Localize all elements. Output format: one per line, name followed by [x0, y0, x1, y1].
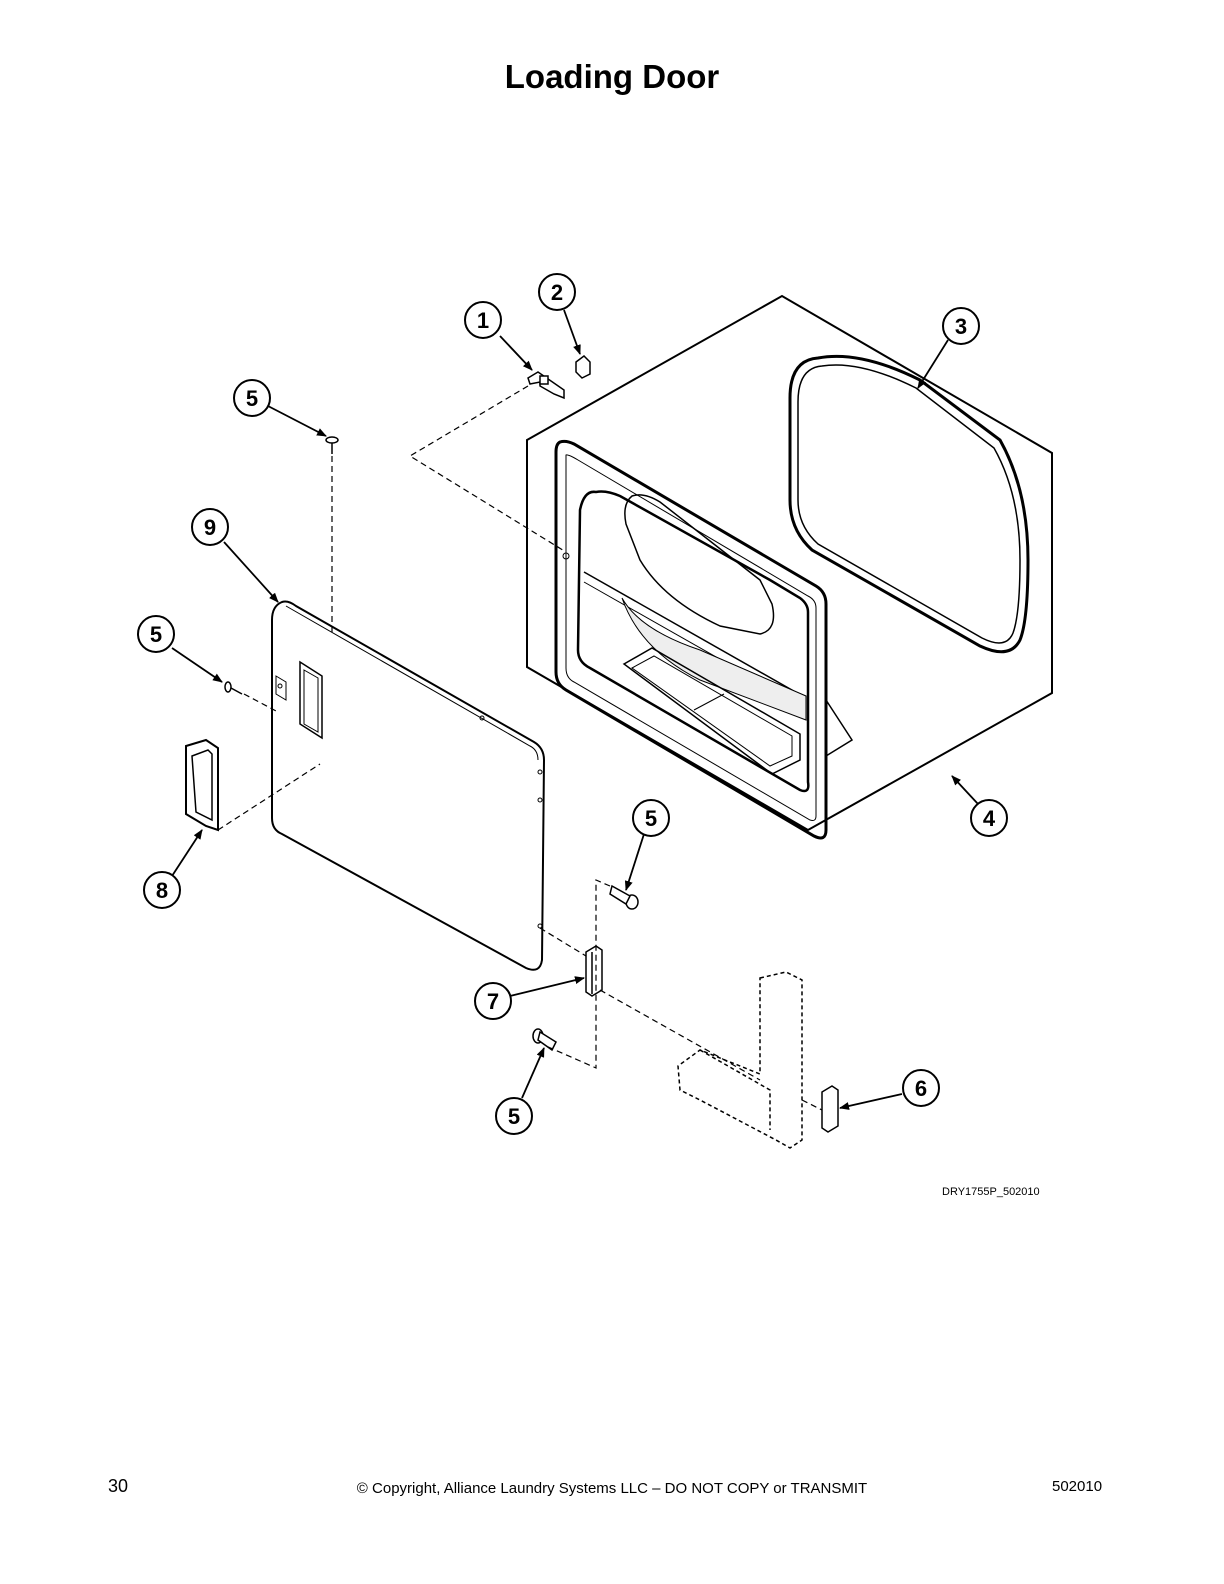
callout-9: 9 — [191, 508, 229, 546]
callout-5-hinge-upper: 5 — [632, 799, 670, 837]
page-title: Loading Door — [504, 58, 720, 95]
callout-3: 3 — [942, 307, 980, 345]
svg-text:4: 4 — [983, 806, 996, 831]
callout-4: 4 — [970, 799, 1008, 837]
footer-doc-code: 502010 — [1052, 1478, 1103, 1495]
loading-door-part — [271, 600, 546, 971]
svg-text:5: 5 — [508, 1104, 520, 1129]
hinge-clip-part — [821, 1085, 839, 1133]
cabinet-front-part — [526, 294, 1053, 840]
assembly-lines — [217, 385, 823, 1111]
svg-text:5: 5 — [246, 386, 258, 411]
leader-arrows — [171, 309, 979, 1110]
door-handle-part — [185, 738, 219, 832]
svg-text:6: 6 — [915, 1076, 927, 1101]
svg-text:7: 7 — [487, 989, 499, 1014]
footer-copyright: © Copyright, Alliance Laundry Systems LL… — [356, 1480, 868, 1497]
callout-1: 1 — [464, 301, 502, 339]
svg-text:9: 9 — [204, 515, 216, 540]
svg-text:1: 1 — [477, 308, 489, 333]
callout-6: 6 — [902, 1069, 940, 1107]
strike-clip-part — [575, 355, 591, 379]
callout-5-hinge-lower: 5 — [495, 1097, 533, 1135]
strike-bracket-part — [527, 371, 565, 400]
drawing-id: DRY1755P_502010 — [942, 1186, 1040, 1198]
svg-text:8: 8 — [156, 878, 168, 903]
hinge-mount-reference — [677, 971, 803, 1149]
screw-parts — [224, 436, 639, 1052]
svg-text:5: 5 — [150, 622, 162, 647]
callout-5-top: 5 — [233, 379, 271, 417]
svg-text:3: 3 — [955, 314, 967, 339]
svg-text:2: 2 — [551, 280, 563, 305]
svg-text:5: 5 — [645, 806, 657, 831]
footer-page-number: 30 — [108, 1476, 129, 1496]
callout-5-left: 5 — [137, 615, 175, 653]
hinge-part — [585, 945, 603, 997]
callout-7: 7 — [474, 982, 512, 1020]
callout-8: 8 — [143, 871, 181, 909]
callout-2: 2 — [538, 273, 576, 311]
